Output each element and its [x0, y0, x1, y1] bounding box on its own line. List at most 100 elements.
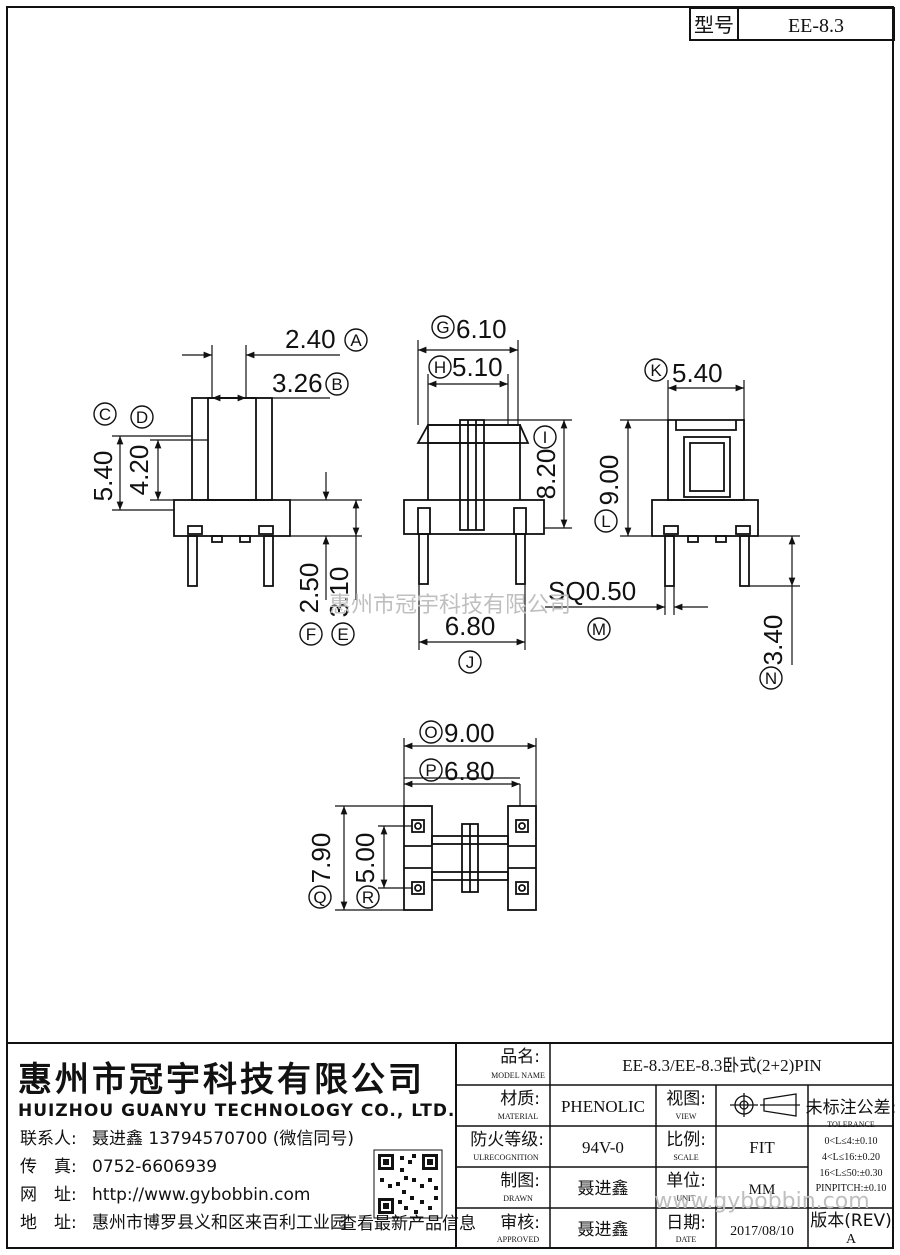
tolerance-sub: TOLERANCE — [827, 1120, 875, 1129]
end-view-dims — [545, 380, 800, 665]
product-name-sub: MODEL NAME — [491, 1071, 545, 1080]
dim-h-value: 5.10 — [452, 352, 503, 382]
watermark: 惠州市冠宇科技有限公司 — [329, 593, 571, 618]
tolerance-label: 未标注公差: — [806, 1098, 897, 1118]
dim-d-value: 4.20 — [124, 445, 154, 496]
flame-value: 94V-0 — [582, 1138, 624, 1157]
dim-d-tag: D — [130, 405, 154, 429]
date-label: 日期: — [666, 1213, 706, 1233]
dim-e-tag: E — [331, 622, 355, 646]
drawing-sheet — [6, 6, 894, 1249]
svg-text:L: L — [601, 512, 610, 531]
svg-text:B: B — [331, 375, 342, 394]
dim-b-tag: B — [325, 372, 349, 396]
svg-text:G: G — [436, 318, 449, 337]
dim-j-value: 6.80 — [445, 611, 496, 641]
scale-value: FIT — [749, 1138, 775, 1157]
drawn-sub: DRAWN — [503, 1194, 533, 1203]
svg-text:H: H — [434, 358, 446, 377]
fax-label: 传 真: — [20, 1157, 77, 1177]
flame-label: 防火等级: — [470, 1130, 544, 1150]
dim-n-tag: N — [759, 666, 783, 690]
dim-i-tag: I — [533, 425, 557, 449]
svg-text:N: N — [765, 669, 777, 688]
product-name-label: 品名: — [500, 1047, 540, 1067]
rev-value: A — [846, 1232, 857, 1247]
dim-g-value: 6.10 — [456, 314, 507, 344]
product-name-value: EE-8.3/EE-8.3卧式(2+2)PIN — [622, 1056, 821, 1075]
dim-l-value: 9.00 — [594, 455, 624, 506]
company-name-cn: 惠州市冠宇科技有限公司 — [18, 1060, 425, 1100]
dim-p-value: 6.80 — [444, 756, 495, 786]
end-view — [651, 419, 759, 587]
model-value: EE-8.3 — [788, 15, 844, 37]
address-value: 惠州市博罗县义和区来百利工业园 — [92, 1213, 347, 1233]
dim-k-value: 5.40 — [672, 358, 723, 388]
svg-text:I: I — [543, 428, 548, 447]
scale-sub: SCALE — [673, 1153, 698, 1162]
contact-label: 联系人: — [20, 1129, 77, 1149]
approved-value: 聂进鑫 — [578, 1220, 629, 1240]
svg-text:K: K — [650, 361, 662, 380]
dim-o-tag: O — [419, 720, 443, 744]
rev-label: 版本(REV) — [810, 1211, 891, 1231]
material-label: 材质: — [500, 1089, 540, 1109]
dim-m-tag: M — [587, 617, 611, 641]
flame-sub: ULRECOGNITION — [473, 1153, 539, 1162]
title-block — [6, 1042, 894, 1249]
dim-g-tag: G — [431, 315, 455, 339]
tolerance-line-4: PINPITCH:±0.10 — [816, 1183, 887, 1194]
front-view-dims — [417, 340, 572, 650]
approved-sub: APPROVED — [497, 1235, 539, 1244]
qr-caption: 查看最新产品信息 — [340, 1214, 476, 1234]
web-value: http://www.gybobbin.com — [92, 1185, 310, 1205]
dim-q-value: 7.90 — [306, 833, 336, 884]
material-sub: MATERIAL — [498, 1112, 539, 1121]
dim-r-value: 5.00 — [350, 833, 380, 884]
front-view — [403, 419, 545, 585]
projection-symbol-icon — [730, 1093, 800, 1117]
dim-r-tag: R — [356, 885, 380, 909]
tolerance-line-2: 4<L≤16:±0.20 — [822, 1152, 880, 1163]
model-label: 型号 — [694, 14, 734, 37]
dim-o-value: 9.00 — [444, 718, 495, 748]
tolerance-line-1: 0<L≤4:±0.10 — [824, 1136, 877, 1147]
dim-n-value: 3.40 — [758, 615, 788, 666]
svg-text:F: F — [306, 625, 316, 644]
unit-value: MM — [749, 1182, 776, 1198]
svg-text:Q: Q — [313, 888, 326, 907]
svg-text:C: C — [99, 405, 111, 424]
svg-text:E: E — [337, 625, 348, 644]
fax-value: 0752-6606939 — [92, 1157, 217, 1177]
svg-text:M: M — [592, 620, 606, 639]
dim-a-value: 2.40 — [285, 324, 336, 354]
dim-a-tag: A — [344, 328, 368, 352]
dim-c-tag: C — [93, 402, 117, 426]
svg-text:P: P — [425, 761, 436, 780]
svg-text:R: R — [362, 888, 374, 907]
address-label: 地 址: — [20, 1213, 77, 1233]
dim-m-value: SQ0.50 — [548, 576, 636, 606]
dim-b-value: 3.26 — [272, 368, 323, 398]
bottom-view-dims — [335, 738, 537, 911]
dim-q-tag: Q — [308, 885, 332, 909]
qr-code-icon — [373, 1149, 443, 1219]
dim-j-tag: J — [458, 650, 482, 674]
svg-text:O: O — [424, 723, 437, 742]
side-view-dims — [112, 345, 362, 600]
dim-f-tag: F — [299, 622, 323, 646]
unit-label: 单位: — [666, 1171, 706, 1191]
dim-p-tag: P — [419, 758, 443, 782]
model-header: 型号 EE-8.3 — [689, 7, 895, 41]
tolerance-line-3: 16<L≤50:±0.30 — [819, 1168, 882, 1179]
web-label: 网 址: — [20, 1185, 77, 1205]
dim-i-value: 8.20 — [531, 449, 561, 500]
svg-text:D: D — [136, 408, 148, 427]
dim-h-tag: H — [428, 355, 452, 379]
svg-text:J: J — [466, 653, 475, 672]
unit-sub: UNIT — [676, 1194, 695, 1203]
view-label: 视图: — [666, 1089, 706, 1109]
contact-value: 聂进鑫 13794570700 (微信同号) — [92, 1129, 354, 1149]
view-sub: VIEW — [676, 1112, 697, 1121]
